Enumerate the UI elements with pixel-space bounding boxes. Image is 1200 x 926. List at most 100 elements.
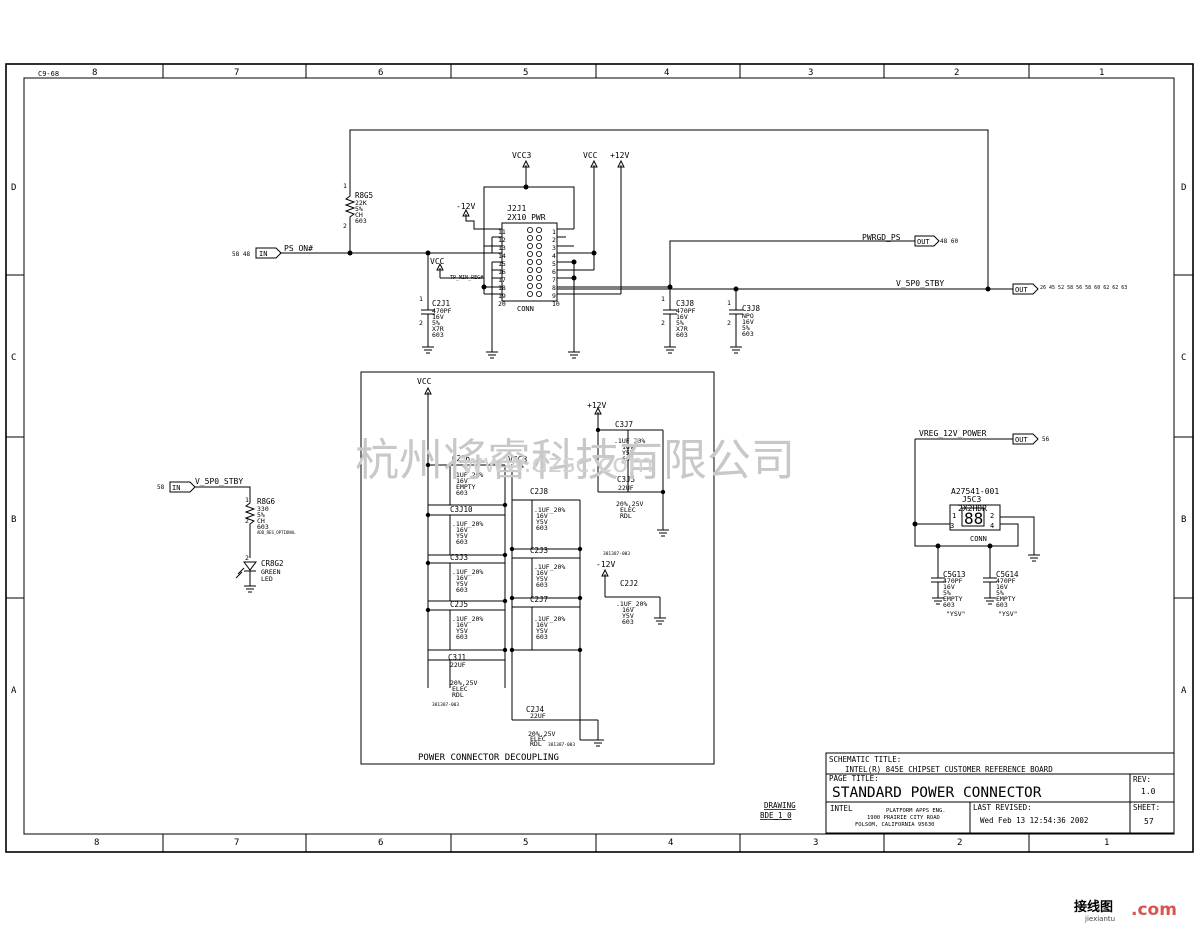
cap-voltage: 16V xyxy=(676,313,688,321)
cap-ref: C3J10 xyxy=(450,505,473,514)
decoupling-wires xyxy=(427,392,669,747)
cap-pkg: 603 xyxy=(432,331,444,339)
pin-label: 5 xyxy=(552,260,556,268)
corner-code: C9-68 xyxy=(38,70,59,78)
c3j6-labels: 1 C3J8 470PF 16V 5% X7R 603 2 xyxy=(661,295,696,339)
cap-value: .1UF_20% xyxy=(616,600,647,608)
v5p0-stby-ref: 26 45 52 58 56 58 60 62 62 63 xyxy=(1040,285,1127,291)
last-revised: Wed Feb 13 12:54:36 2002 xyxy=(980,816,1088,825)
port-in-stby: IN xyxy=(172,484,180,492)
cap-value: 470PF xyxy=(432,307,452,315)
led-circuit xyxy=(169,481,257,593)
cap-ref: C3J1 xyxy=(448,653,466,662)
cap-value: 470PF xyxy=(996,577,1016,585)
cap-ref: C3J7 xyxy=(615,420,633,429)
brand-cn: 接线图 xyxy=(1074,899,1113,915)
pin-label: 4 xyxy=(552,252,556,260)
pin-number: 2 xyxy=(661,319,665,327)
pin-label: 18 xyxy=(498,284,506,292)
pin-number: 1 xyxy=(419,295,423,303)
cap-value: .1UF_20% xyxy=(534,506,565,514)
cap-empty: EMPTY xyxy=(943,595,963,603)
j5c3-labels: VREG_12V_POWER OUT 56 A27541-001 J5C3 2X… xyxy=(919,429,1050,618)
cap-pkg: 603 xyxy=(996,601,1008,609)
net-pwrgd: PWRGD_PS xyxy=(862,233,901,242)
pin-number: 1 xyxy=(245,496,249,504)
rev-label: REV: xyxy=(1133,775,1151,784)
port-out-stby: OUT xyxy=(1015,286,1028,294)
cap-ref: C2J4 xyxy=(526,705,545,714)
inner-frame xyxy=(23,77,1175,835)
net-minus12v: -12V xyxy=(596,560,615,569)
connector-value: 2X10 PWR xyxy=(507,213,546,222)
cap-value: .1UF_20% xyxy=(452,471,483,479)
cap-line: 603 xyxy=(456,586,468,594)
pin-label: 9 xyxy=(552,292,556,300)
bottom-col-label: 4 xyxy=(668,838,673,848)
cap-line: ELEC xyxy=(620,506,636,514)
resistor-pkg: 603 xyxy=(355,217,367,225)
led-circuit-labels: IN 58 V_5P0_STBY 1 R8G6 330 5% CH 603 AD… xyxy=(157,477,296,583)
net-ps-on: PS_ON# xyxy=(284,244,313,253)
pin-label: 1 xyxy=(952,512,956,520)
title-block-text: SCHEMATIC TITLE: INTEL(R) 845E CHIPSET C… xyxy=(760,755,1160,828)
cap-line: ELEC xyxy=(452,685,468,693)
cap-ref: C2J3 xyxy=(530,546,548,555)
cap-note: "YSV" xyxy=(998,610,1018,618)
pin-label: 10 xyxy=(552,300,560,308)
junction-dots-top xyxy=(347,184,991,292)
cap-value: .1UF_20% xyxy=(452,520,483,528)
last-revised-label: LAST REVISED: xyxy=(973,803,1032,812)
cap-pn: 381387-003 xyxy=(548,742,575,748)
pin-label: 3 xyxy=(552,244,556,252)
ps-on-ref: 58 48 xyxy=(232,251,250,258)
cap-ref: C3J3 xyxy=(450,553,468,562)
brand-logo: 接线图 jiexiantu .com xyxy=(1074,899,1177,923)
top-col-label: 1 xyxy=(1099,68,1104,78)
bottom-col-label: 3 xyxy=(813,838,818,848)
net-vcc: VCC xyxy=(417,377,432,386)
cap-line: 20%,25V xyxy=(616,500,643,508)
net-vcc-left: VCC xyxy=(430,257,445,266)
net-tp: TP_MIN_REG# xyxy=(450,275,483,281)
drawing-id: BDE_1_0 xyxy=(760,811,792,820)
decoupling-arrows xyxy=(424,386,609,577)
pin-number: 2 xyxy=(245,554,249,562)
net-12v-top: +12V xyxy=(610,151,629,160)
cap-line: RDL xyxy=(452,691,464,699)
cap-line: Y5V xyxy=(536,575,548,583)
schematic-title-label: SCHEMATIC TITLE: xyxy=(829,755,901,764)
resistor-option: ADD_RES_OPTIONAL xyxy=(257,530,296,535)
decoupling-labels: VCC VCC3 +12V -12V C2J6 .1UF_20% 16V EMP… xyxy=(417,377,647,748)
resistor-ref: R8G5 xyxy=(355,191,373,200)
cap-ref: C3J8 xyxy=(676,299,695,308)
cap-line: 16V xyxy=(456,574,468,582)
page-title-label: PAGE TITLE: xyxy=(829,774,879,783)
cap-voltage: 16V xyxy=(742,318,754,326)
cap-line: Y5V xyxy=(456,627,468,635)
bottom-col-label: 6 xyxy=(378,838,383,848)
cap-line: 603 xyxy=(536,581,548,589)
top-circuit-wires xyxy=(280,129,1013,352)
led-type: LED xyxy=(261,575,273,583)
row-label-right: B xyxy=(1181,515,1186,525)
pin-label: 1 xyxy=(552,228,556,236)
bottom-col-label: 8 xyxy=(94,838,99,848)
cap-line: 603 xyxy=(536,524,548,532)
resistor-value: 330 xyxy=(257,505,269,513)
row-label-left: A xyxy=(11,686,17,696)
port-out-pwrgd: OUT xyxy=(917,238,930,246)
address-1: 1900 PRAIRIE CITY ROAD xyxy=(867,815,940,821)
sheet-label: SHEET: xyxy=(1133,803,1160,812)
cap-voltage: 16V xyxy=(996,583,1008,591)
bottom-col-label: 7 xyxy=(234,838,239,848)
decoupling-title: POWER CONNECTOR DECOUPLING xyxy=(418,753,559,763)
c3j8-labels: 1 C3J8 NPO 16V 5% 603 2 xyxy=(727,299,761,338)
pin-label: 15 xyxy=(498,260,506,268)
cap-value: .1UF_20% xyxy=(614,437,645,445)
schematic-title: INTEL(R) 845E CHIPSET CUSTOMER REFERENCE… xyxy=(845,765,1053,774)
cap-line: Y5V xyxy=(456,580,468,588)
decoupling-junctions xyxy=(425,427,666,653)
pin-label: 3 xyxy=(950,522,954,530)
